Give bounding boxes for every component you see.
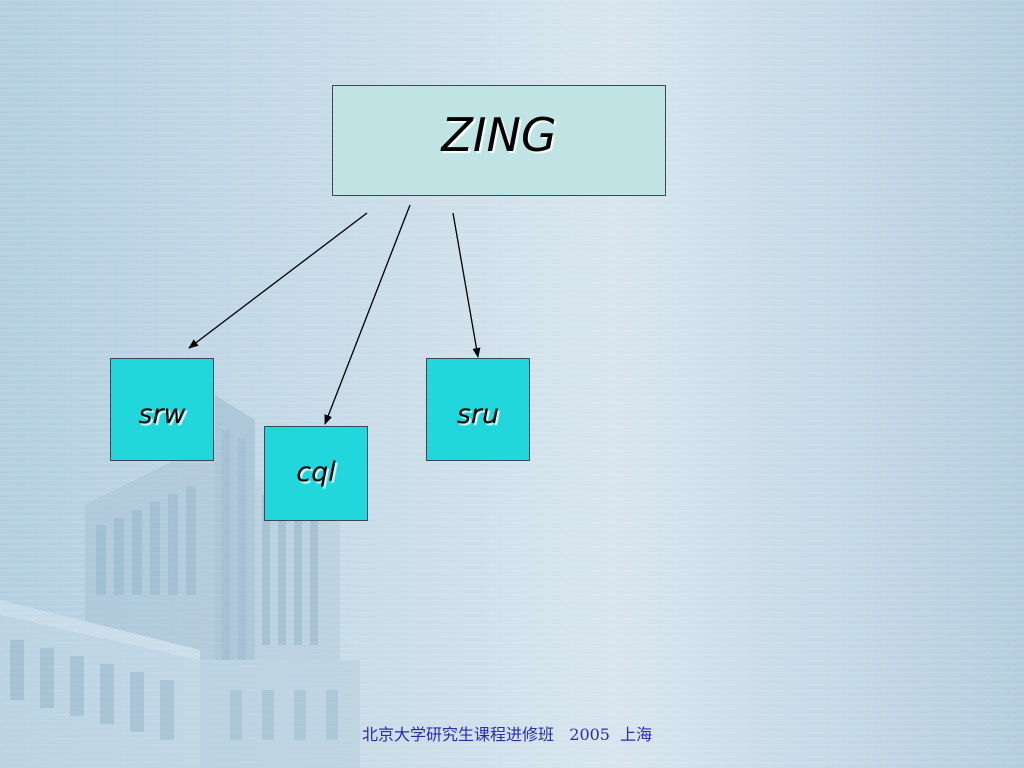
cql-node: cql (264, 426, 368, 521)
zing-node: ZING (332, 85, 666, 196)
srw-node-label: srw (138, 399, 186, 430)
arrow-zing-to-cql (324, 204, 411, 425)
arrow-zing-to-srw (188, 212, 368, 349)
cql-node-label: cql (296, 457, 336, 488)
sru-node: sru (426, 358, 530, 461)
srw-node: srw (110, 358, 214, 461)
arrow-zing-to-sru (452, 212, 481, 358)
zing-node-label: ZING (441, 107, 557, 162)
sru-node-label: sru (456, 399, 500, 430)
slide-footer: 北京大学研究生课程进修班 2005 上海 (362, 725, 653, 744)
